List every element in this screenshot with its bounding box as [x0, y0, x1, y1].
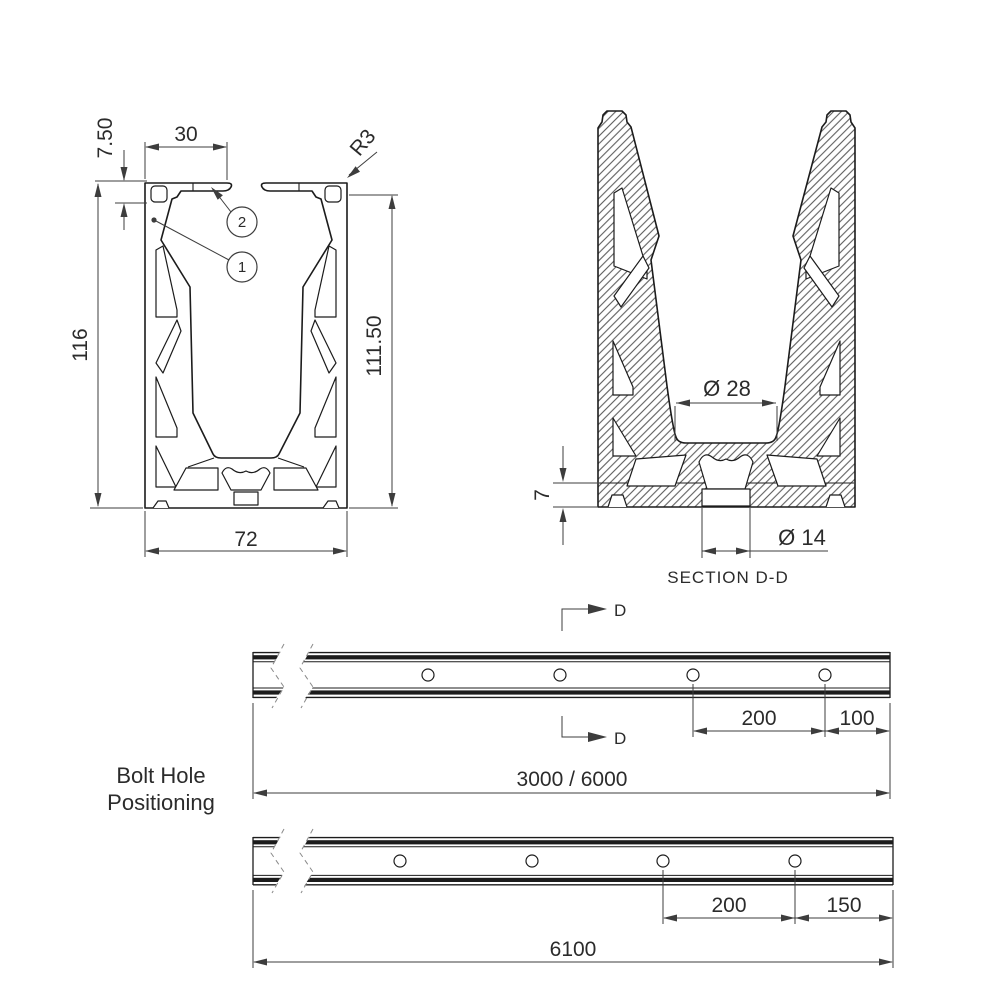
- dim-lip-height: 7.50: [94, 118, 117, 159]
- web-line: [187, 457, 215, 468]
- dim-corner-radius: R3: [346, 125, 381, 160]
- gasket-slot-right: [324, 185, 342, 203]
- wall-hole: [612, 340, 634, 396]
- wall-hole: [314, 376, 337, 438]
- balloon-2-circle: [226, 206, 258, 238]
- profile-outline: [144, 182, 348, 509]
- wall-hole: [613, 255, 650, 308]
- screw-channel: [233, 491, 259, 506]
- balloon-2-label: 2: [238, 214, 246, 231]
- break-line: [270, 828, 285, 894]
- bolt-hole: [686, 668, 700, 682]
- dim-hole-pitch-bottom: 200: [711, 894, 746, 917]
- bolt-hole: [421, 668, 435, 682]
- bolt-hole: [553, 668, 567, 682]
- wall-hole: [612, 417, 637, 457]
- balloon-1-label: 1: [238, 259, 246, 276]
- bolt-hole: [393, 854, 407, 868]
- bolt-hole: [788, 854, 802, 868]
- break-gap: [271, 646, 313, 704]
- web-hole: [766, 454, 827, 487]
- dim-end-offset-top: 100: [839, 707, 874, 730]
- section-cut-marker-bottom: D: [561, 716, 626, 748]
- cut-label-d: D: [614, 729, 626, 748]
- dim-lip-width: 30: [174, 123, 197, 146]
- break-line: [270, 643, 285, 709]
- section-body: [597, 110, 856, 508]
- wall-hole: [803, 255, 840, 308]
- dim-pocket-diameter: Ø 28: [703, 376, 751, 401]
- balloon-callouts: 2 1: [151, 187, 258, 283]
- web-hole: [173, 467, 219, 491]
- balloon-1-circle: [226, 251, 258, 283]
- wall-hole: [155, 376, 178, 438]
- bolt-hole-channel: [701, 488, 751, 507]
- section-title: SECTION D-D: [667, 568, 789, 587]
- rail-top-dimensions: 200 100 3000 / 6000: [252, 684, 891, 799]
- screw-boss: [221, 467, 271, 491]
- rail-bottom: [252, 828, 894, 894]
- dim-overall-height: 116: [69, 328, 92, 361]
- break-line: [299, 828, 314, 894]
- foot-notch: [152, 500, 170, 509]
- foot-notch: [322, 500, 340, 509]
- web-hole: [626, 454, 687, 487]
- wall-hole: [155, 319, 182, 374]
- screw-boss: [698, 454, 754, 490]
- dim-base-thickness: 7: [531, 489, 554, 501]
- rail-bottom-dimensions: 200 150 6100: [252, 870, 894, 968]
- dim-length-top: 3000 / 6000: [517, 768, 628, 791]
- bolt-hole-layout: Bolt Hole Positioning D D: [107, 601, 894, 968]
- bolt-hole: [525, 854, 539, 868]
- bolt-hole: [818, 668, 832, 682]
- wall-hole: [155, 245, 178, 318]
- wall-hole: [315, 445, 337, 488]
- gasket-slot-left: [150, 185, 168, 203]
- balloon-1-dot: [151, 217, 157, 223]
- wall-hole: [819, 340, 841, 396]
- web-hole: [273, 467, 319, 491]
- dim-hole-pitch-top: 200: [741, 707, 776, 730]
- wall-hole: [155, 445, 177, 488]
- foot-notch: [825, 494, 846, 508]
- dim-length-bottom: 6100: [550, 938, 597, 961]
- section-cut-marker-top: D: [561, 601, 626, 631]
- wall-hole: [310, 319, 337, 374]
- bolt-hole: [656, 854, 670, 868]
- wall-hole: [314, 245, 337, 318]
- web-line: [277, 457, 305, 468]
- dim-end-offset-bottom: 150: [826, 894, 861, 917]
- wall-hole: [613, 187, 648, 280]
- cut-label-d: D: [614, 601, 626, 620]
- bolt-hole-title-line2: Positioning: [107, 790, 215, 815]
- wall-hole: [816, 417, 841, 457]
- rail-top: [252, 643, 891, 709]
- foot-notch: [607, 494, 628, 508]
- profile-view: 7.50 116 30 R3 111.50 72: [69, 118, 398, 557]
- section-view: Ø 28 7 Ø 14 SECTION D-D: [531, 110, 856, 587]
- dim-overall-width: 72: [234, 528, 257, 551]
- dim-bolt-hole-diameter: Ø 14: [778, 525, 826, 550]
- dim-inner-height: 111.50: [363, 315, 386, 376]
- section-dimensions: Ø 28 7 Ø 14: [531, 376, 828, 558]
- break-line: [299, 643, 314, 709]
- wall-hole: [805, 187, 840, 280]
- bolt-hole-title-line1: Bolt Hole: [116, 763, 205, 788]
